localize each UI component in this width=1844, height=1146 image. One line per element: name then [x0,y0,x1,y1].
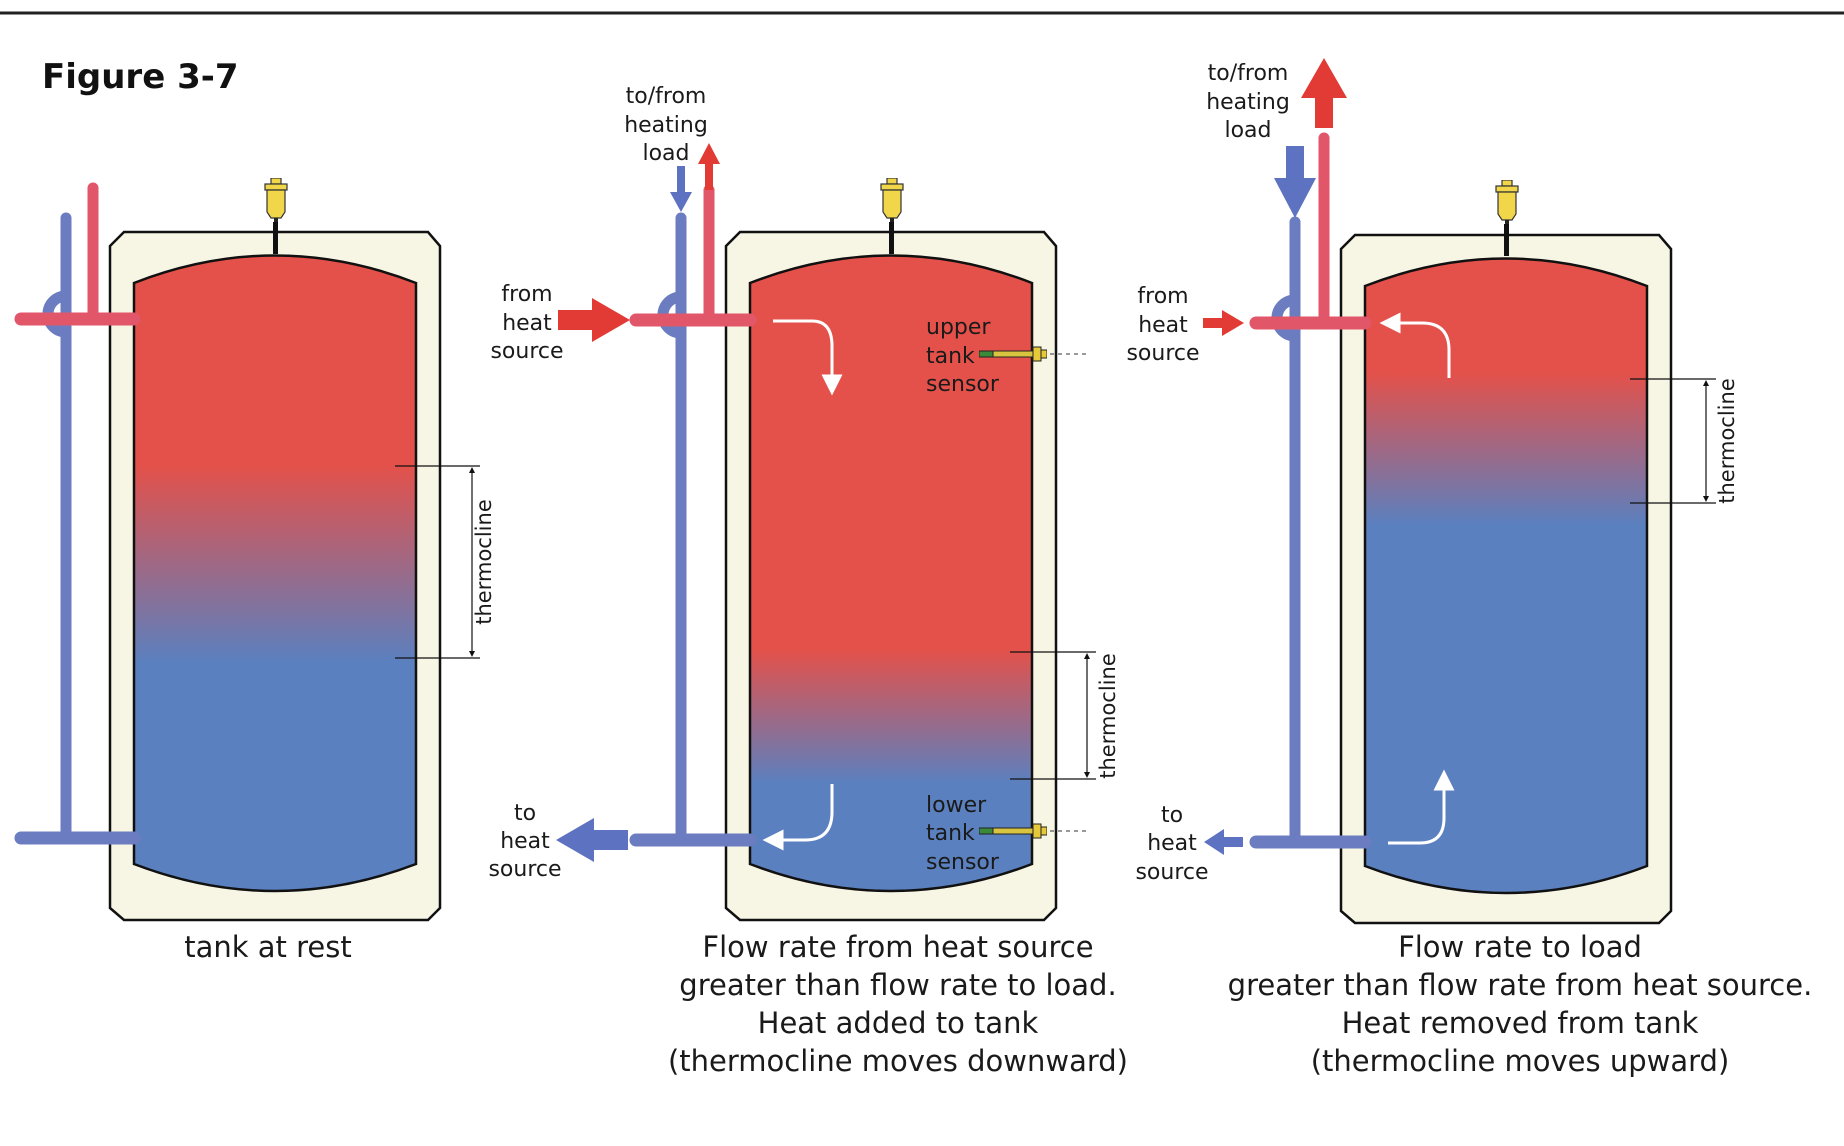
inflow-arrow-icon [1388,769,1455,845]
caption-line: Heat removed from tank [1342,1006,1699,1040]
upper-sensor-label-line: sensor [926,372,1000,397]
from-source-arrow-icon [1203,310,1244,336]
to-source-label-line: heat [500,829,550,854]
panel-heat-removed: to/from heating load from heat source to… [1126,58,1812,1078]
lower-sensor-label-line: tank [926,821,975,846]
from-source-label-line: from [1137,284,1188,309]
from-source-label-line: heat [1138,313,1188,338]
from-source-label-line: heat [502,311,552,336]
load-label-line: heating [624,113,708,138]
caption-line: (thermocline moves downward) [668,1044,1128,1078]
upper-sensor-label-line: upper [926,315,991,340]
to-source-label-line: to [1161,803,1183,828]
outflow-arrow-icon [1379,312,1451,378]
caption-line: (thermocline moves upward) [1311,1044,1730,1078]
air-vent-icon [264,178,288,223]
load-label-line: load [1224,118,1271,143]
lower-sensor-label-line: sensor [926,850,1000,875]
load-label-line: to/from [626,84,707,109]
air-vent-icon [1495,180,1519,225]
load-supply-arrow-icon [698,143,720,190]
thermocline-label: thermocline [1715,378,1739,503]
air-vent-icon [880,178,904,223]
to-source-arrow-icon [1204,829,1243,855]
load-label-line: heating [1206,90,1290,115]
figure-label: Figure 3-7 [42,57,239,97]
to-source-label-line: source [1135,860,1208,885]
load-return-arrow-icon [670,166,692,212]
to-source-label-line: to [514,801,536,826]
load-label-line: load [642,141,689,166]
load-return-arrow-icon [1274,146,1316,218]
thermocline-label: thermocline [472,499,496,624]
vent-stem [273,222,278,254]
caption-line: tank at rest [184,930,352,964]
outflow-arrow-icon [762,784,834,851]
from-source-label-line: source [490,339,563,364]
to-source-label-line: source [488,857,561,882]
caption-line: Flow rate to load [1398,930,1642,964]
panel-tank-at-rest: thermocline tank at rest [14,178,496,964]
lower-sensor-label-line: lower [926,793,987,818]
caption-line: Heat added to tank [758,1006,1039,1040]
inflow-arrow-icon [773,319,843,396]
caption-line: greater than flow rate to load. [679,968,1116,1002]
load-label-line: to/from [1208,61,1289,86]
vent-stem [889,222,894,254]
to-source-arrow-icon [556,818,628,862]
caption-line: greater than flow rate from heat source. [1228,968,1813,1002]
tank-2-water [748,254,1034,893]
tank-3-water [1363,257,1649,895]
upper-sensor-label-line: tank [926,344,975,369]
thermocline-label: thermocline [1096,653,1120,778]
caption-line: Flow rate from heat source [702,930,1093,964]
from-source-label-line: source [1126,341,1199,366]
load-supply-arrow-icon [1301,58,1347,128]
vent-stem [1504,224,1509,256]
to-source-label-line: heat [1147,831,1197,856]
panel-heat-added: to/from heating load from heat source to… [488,84,1128,1078]
tank-1-water [132,254,418,893]
from-source-arrow-icon [558,298,630,342]
from-source-label-line: from [501,282,552,307]
